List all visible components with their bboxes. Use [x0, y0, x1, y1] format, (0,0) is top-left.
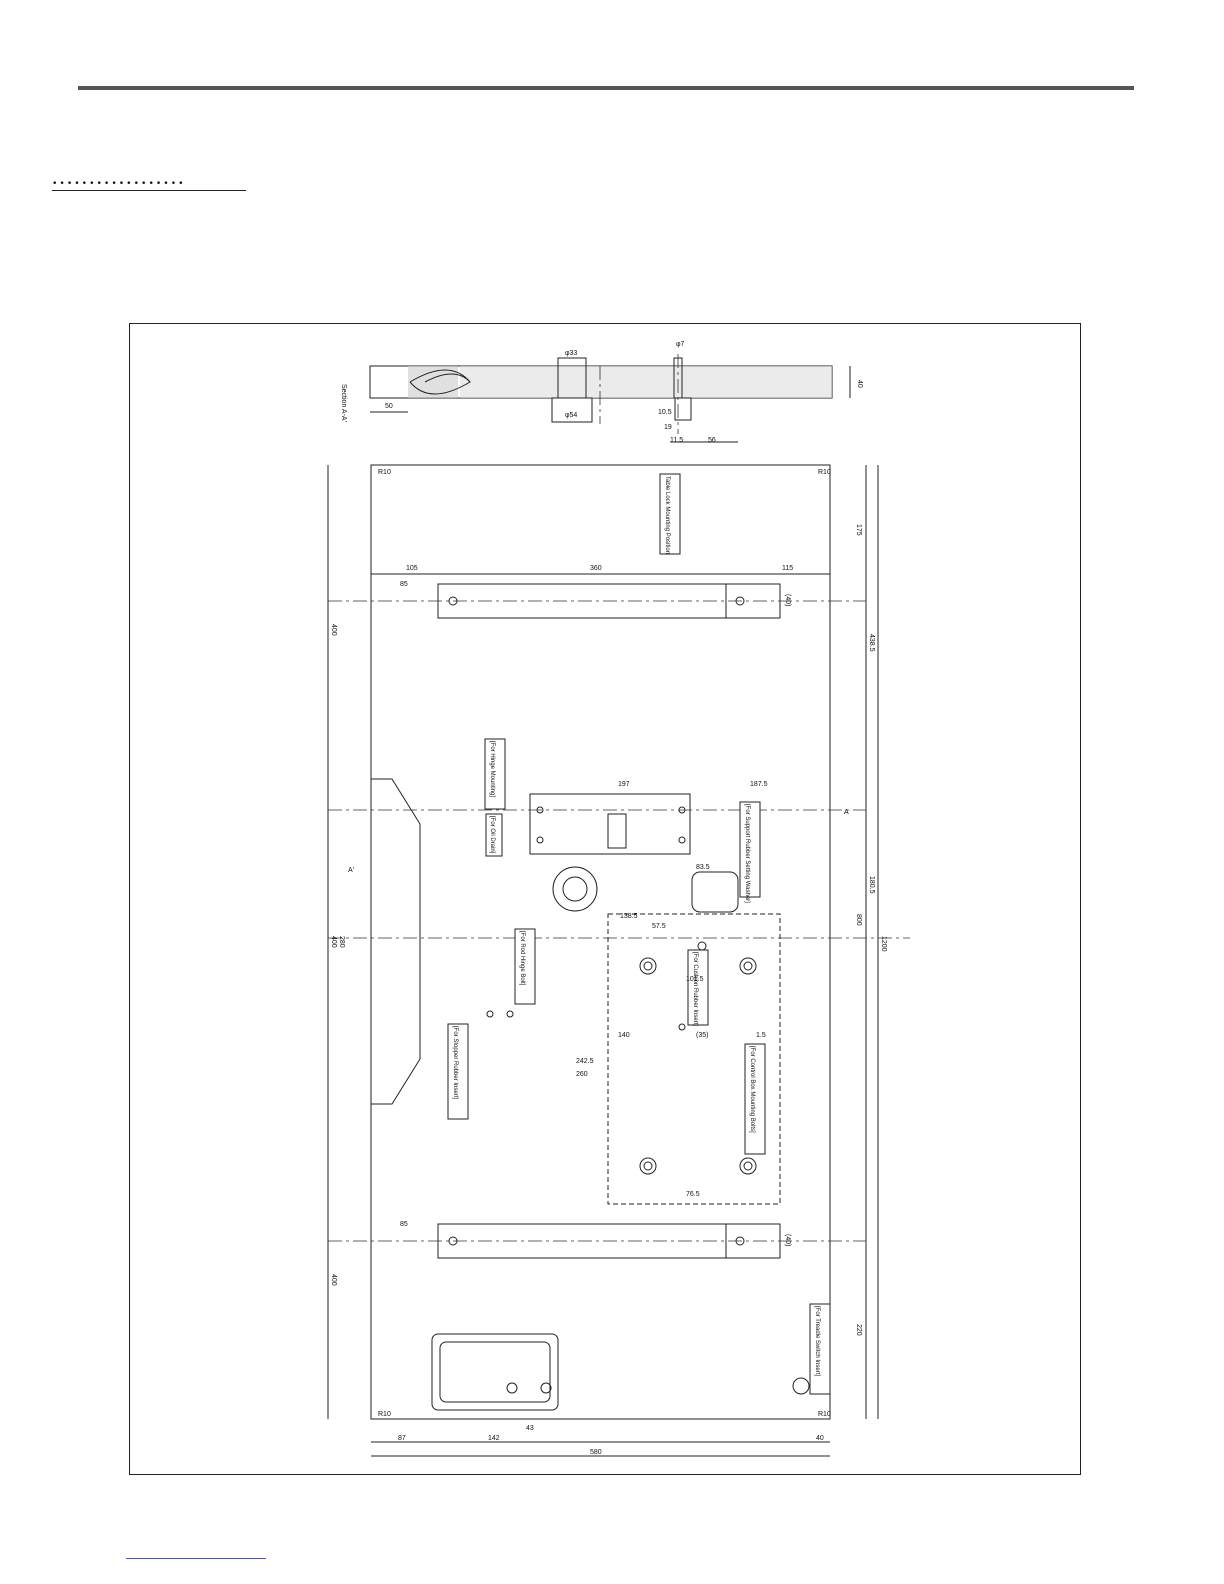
note-text: [For Rod Hinge Bolt] — [519, 931, 525, 986]
section-dim: 40 — [856, 380, 863, 388]
dim-left: 400 — [330, 624, 337, 636]
note-text: [For Oil Drain] — [489, 816, 495, 854]
dim-center: 260 — [576, 1071, 588, 1078]
footer-rule — [126, 1558, 266, 1559]
note-text: Table Lock Mounting Position — [664, 476, 670, 554]
dim-bottom: 40 — [816, 1435, 824, 1442]
section-dim: φ33 — [565, 350, 577, 357]
dim-left: 400 — [330, 1274, 337, 1286]
technical-drawing: Section A-A' φ33 φ54 φ7 10.5 19 11.5 56 … — [327, 341, 910, 1457]
dim-right: 1200 — [880, 936, 887, 952]
section-marker: A' — [348, 867, 354, 874]
dim-center: 1.5 — [756, 1032, 766, 1039]
top-rule — [78, 86, 1134, 90]
drawing-frame: Section A-A' φ33 φ54 φ7 10.5 19 11.5 56 … — [129, 323, 1081, 1475]
section-dim: 50 — [385, 403, 393, 410]
section-dim: φ7 — [676, 341, 685, 348]
dim-bottom-rail: (40) — [784, 1234, 791, 1246]
dim-center: 138.5 — [620, 913, 638, 920]
dim-center: 101.5 — [686, 976, 704, 983]
dim-left: 400 — [330, 936, 337, 948]
header-dots: •••••••••••••••••• — [52, 180, 246, 191]
dim-bottom: 580 — [590, 1449, 602, 1456]
dim-center: 197 — [618, 781, 630, 788]
dim-top-rail: 105 — [406, 565, 418, 572]
dim-center: 140 — [618, 1032, 630, 1039]
dim-right: 175 — [855, 524, 862, 536]
corner-label: R10 — [818, 1411, 831, 1418]
dim-center: 76.5 — [686, 1191, 700, 1198]
dim-center: (35) — [696, 1032, 708, 1039]
dim-top-rail: 85 — [400, 581, 408, 588]
corner-label: R10 — [818, 469, 831, 476]
corner-label: R10 — [378, 1411, 391, 1418]
dim-right: 220 — [855, 1324, 862, 1336]
section-label: Section A-A' — [340, 384, 347, 422]
section-dim: 56 — [708, 437, 716, 444]
dim-bottom: 87 — [398, 1435, 406, 1442]
dim-top-rail: 115 — [782, 565, 793, 572]
dim-right: 800 — [855, 914, 862, 926]
note-text: [For Stopper Rubber Insert] — [452, 1026, 458, 1099]
plate-outline — [370, 464, 831, 1420]
section-marker: A — [844, 809, 849, 816]
dim-center: 57.5 — [652, 923, 666, 930]
dim-top-rail: 360 — [590, 565, 602, 572]
note-text: [For Cushion Rubber Insert] — [692, 952, 698, 1026]
dim-bottom: 142 — [488, 1435, 500, 1442]
dim-center: 242.5 — [576, 1058, 594, 1065]
section-dim: φ54 — [565, 412, 577, 419]
dim-top-rail: (40) — [784, 594, 791, 606]
dim-center: 83.5 — [696, 864, 710, 871]
dim-bottom: 43 — [526, 1425, 534, 1432]
section-dim: 19 — [664, 424, 672, 431]
note-text: [For Hinge Mounting] — [489, 741, 495, 797]
dim-bottom-rail: 85 — [400, 1221, 408, 1228]
dim-center: 187.5 — [750, 781, 768, 788]
dim-right: 180.5 — [868, 876, 875, 894]
note-text: [For Control Box Mounting Bolts] — [749, 1046, 755, 1133]
dim-right: 438.5 — [868, 634, 875, 652]
corner-label: R10 — [378, 469, 391, 476]
note-text: [For Support Rubber Setting Washer] — [744, 804, 750, 903]
note-text: [For Treadle Switch Insert] — [814, 1306, 820, 1376]
section-dim: 11.5 — [670, 437, 683, 444]
section-dim: 10.5 — [658, 409, 672, 416]
dim-left: 280 — [338, 936, 345, 948]
